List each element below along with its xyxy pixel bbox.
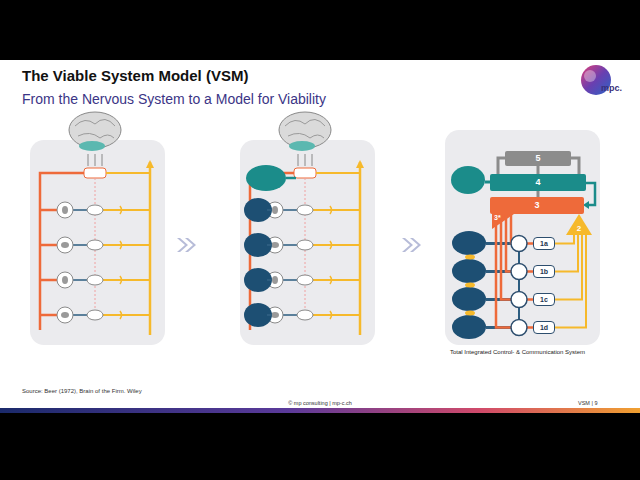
source-note: Source: Beer (1972), Brain of the Firm. …: [22, 388, 322, 395]
operation-box: 1b: [533, 265, 555, 278]
control-channel: [555, 235, 574, 244]
node-text: 1b: [540, 268, 548, 275]
node-text: 1a: [540, 240, 548, 247]
slide-title: The Viable System Model (VSM): [22, 67, 582, 84]
coordination-triangle: 2: [566, 214, 592, 235]
operation-box: 1a: [533, 237, 555, 250]
triangle-outline: [566, 214, 592, 235]
footer-text: © mp consulting | mp-c.ch: [220, 400, 420, 406]
control-channel: [537, 191, 540, 197]
control-channel: [501, 214, 533, 300]
system-box: 5: [505, 151, 571, 166]
figure-caption: Total Integrated Control- & Communicatio…: [450, 349, 620, 356]
control-channel: [496, 214, 533, 328]
system-label: 3*: [494, 214, 510, 222]
slide-subtitle: From the Nervous System to a Model for V…: [22, 91, 542, 107]
node-text: 2: [577, 225, 581, 233]
operation-box: 1d: [533, 321, 555, 334]
logo-text: mpc.: [601, 83, 637, 93]
control-channel: [555, 235, 578, 272]
control-channel: [511, 214, 533, 244]
node-text: 3: [534, 201, 539, 210]
system-box: 4: [490, 174, 586, 191]
control-channel: [555, 235, 582, 300]
node-text: 5: [535, 154, 540, 163]
control-channel: [555, 235, 586, 328]
system-box: 3: [490, 197, 584, 214]
node-text: 1d: [540, 324, 548, 331]
operation-box: 1c: [533, 293, 555, 306]
node-text: 4: [535, 178, 540, 187]
node-text: 1c: [540, 296, 548, 303]
control-channel: [506, 214, 533, 272]
control-channel: [537, 166, 540, 174]
page-number: VSM | 9: [578, 400, 628, 406]
